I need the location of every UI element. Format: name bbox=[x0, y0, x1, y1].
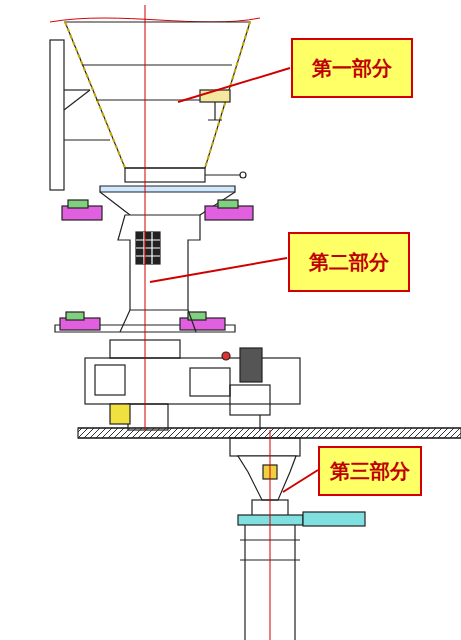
callout-box: 第三部分 bbox=[318, 446, 422, 496]
leader-line bbox=[150, 258, 287, 282]
callout-box: 第二部分 bbox=[288, 232, 410, 292]
callout-box: 第一部分 bbox=[291, 38, 413, 98]
callout-label: 第三部分 bbox=[330, 458, 410, 485]
leader-line bbox=[283, 470, 318, 492]
callout-label: 第二部分 bbox=[309, 249, 389, 276]
leader-line bbox=[178, 68, 290, 102]
callout-label: 第一部分 bbox=[312, 55, 392, 82]
